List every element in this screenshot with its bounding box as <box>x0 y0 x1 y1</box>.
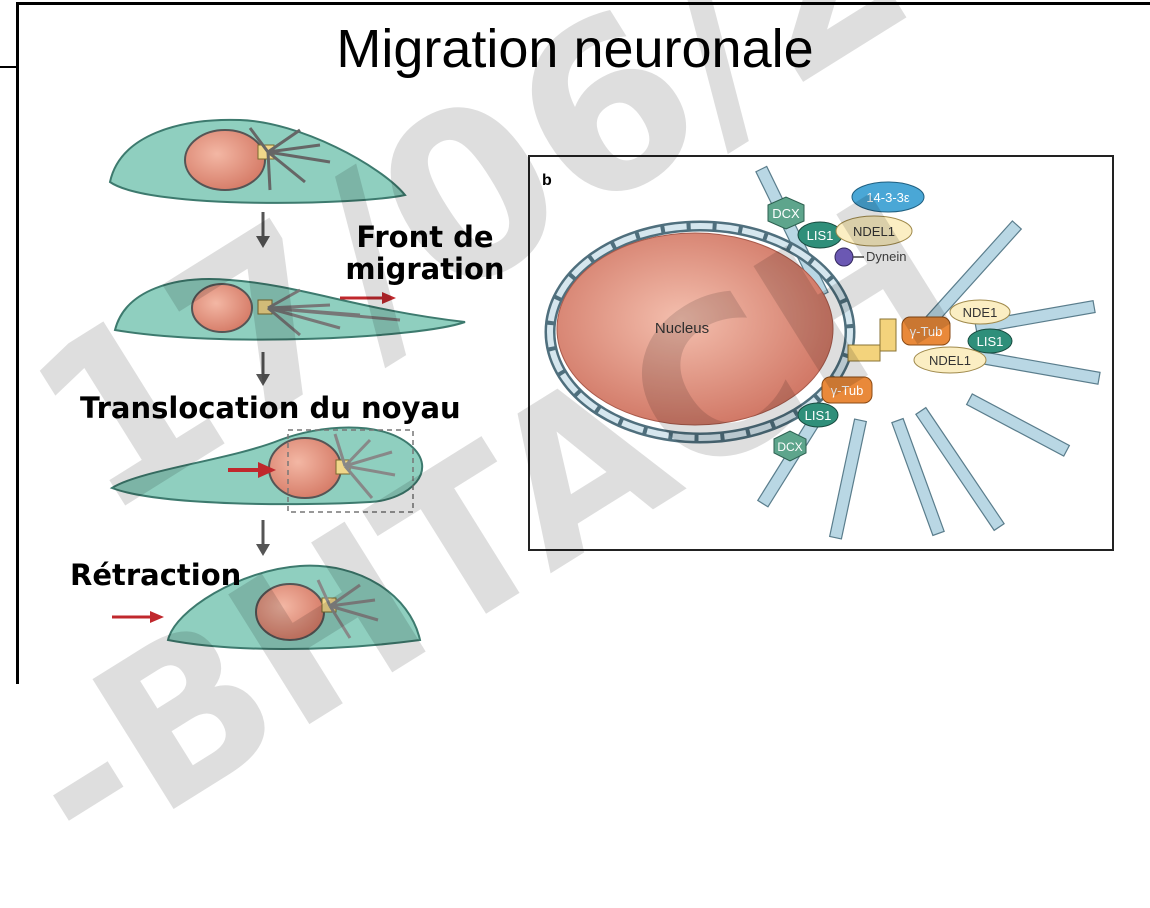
detail-panel-b: b Nucleus DCX LIS1 <box>528 155 1114 551</box>
svg-text:DCX: DCX <box>777 440 802 454</box>
svg-text:Dynein: Dynein <box>866 249 906 264</box>
retraction-label: Rétraction <box>70 560 241 592</box>
svg-text:LIS1: LIS1 <box>807 228 834 243</box>
cell-stage-1 <box>110 120 405 203</box>
protein-gtub-bottom: γ-Tub <box>822 377 872 403</box>
protein-14-3-3: 14-3-3ε <box>852 182 924 212</box>
cell-stage-2 <box>115 279 465 340</box>
stage-arrow-1 <box>256 212 270 248</box>
front-label-line2: migration <box>340 254 510 286</box>
cell-stage-3 <box>112 428 422 513</box>
slide-title: Migration neuronale <box>0 18 1150 80</box>
svg-text:LIS1: LIS1 <box>977 334 1004 349</box>
protein-lis1-top: LIS1 <box>798 222 842 248</box>
nucleus-label: Nucleus <box>655 320 709 337</box>
svg-text:γ-Tub: γ-Tub <box>910 324 943 339</box>
svg-text:14-3-3ε: 14-3-3ε <box>866 190 910 205</box>
translocation-label: Translocation du noyau <box>80 393 461 425</box>
molecular-detail-diagram: b Nucleus DCX LIS1 <box>530 157 1112 549</box>
svg-text:NDEL1: NDEL1 <box>853 224 895 239</box>
svg-text:DCX: DCX <box>772 206 800 221</box>
svg-text:LIS1: LIS1 <box>805 408 832 423</box>
svg-text:NDEL1: NDEL1 <box>929 353 971 368</box>
stage-arrow-2 <box>256 352 270 386</box>
protein-ndel1-right: NDEL1 <box>914 347 986 373</box>
svg-text:γ-Tub: γ-Tub <box>831 383 864 398</box>
protein-dynein: Dynein <box>835 248 906 266</box>
protein-nde1: NDE1 <box>950 300 1010 324</box>
protein-gtub-right: γ-Tub <box>902 317 950 345</box>
svg-text:NDE1: NDE1 <box>963 305 998 320</box>
front-migration-label: Front de migration <box>340 222 510 286</box>
protein-lis1-right: LIS1 <box>968 329 1012 353</box>
protein-lis1-bottom: LIS1 <box>798 403 838 427</box>
panel-letter: b <box>542 172 552 189</box>
protein-ndel1-top: NDEL1 <box>836 216 912 246</box>
front-label-line1: Front de <box>340 222 510 254</box>
stage-arrow-3 <box>256 520 270 556</box>
